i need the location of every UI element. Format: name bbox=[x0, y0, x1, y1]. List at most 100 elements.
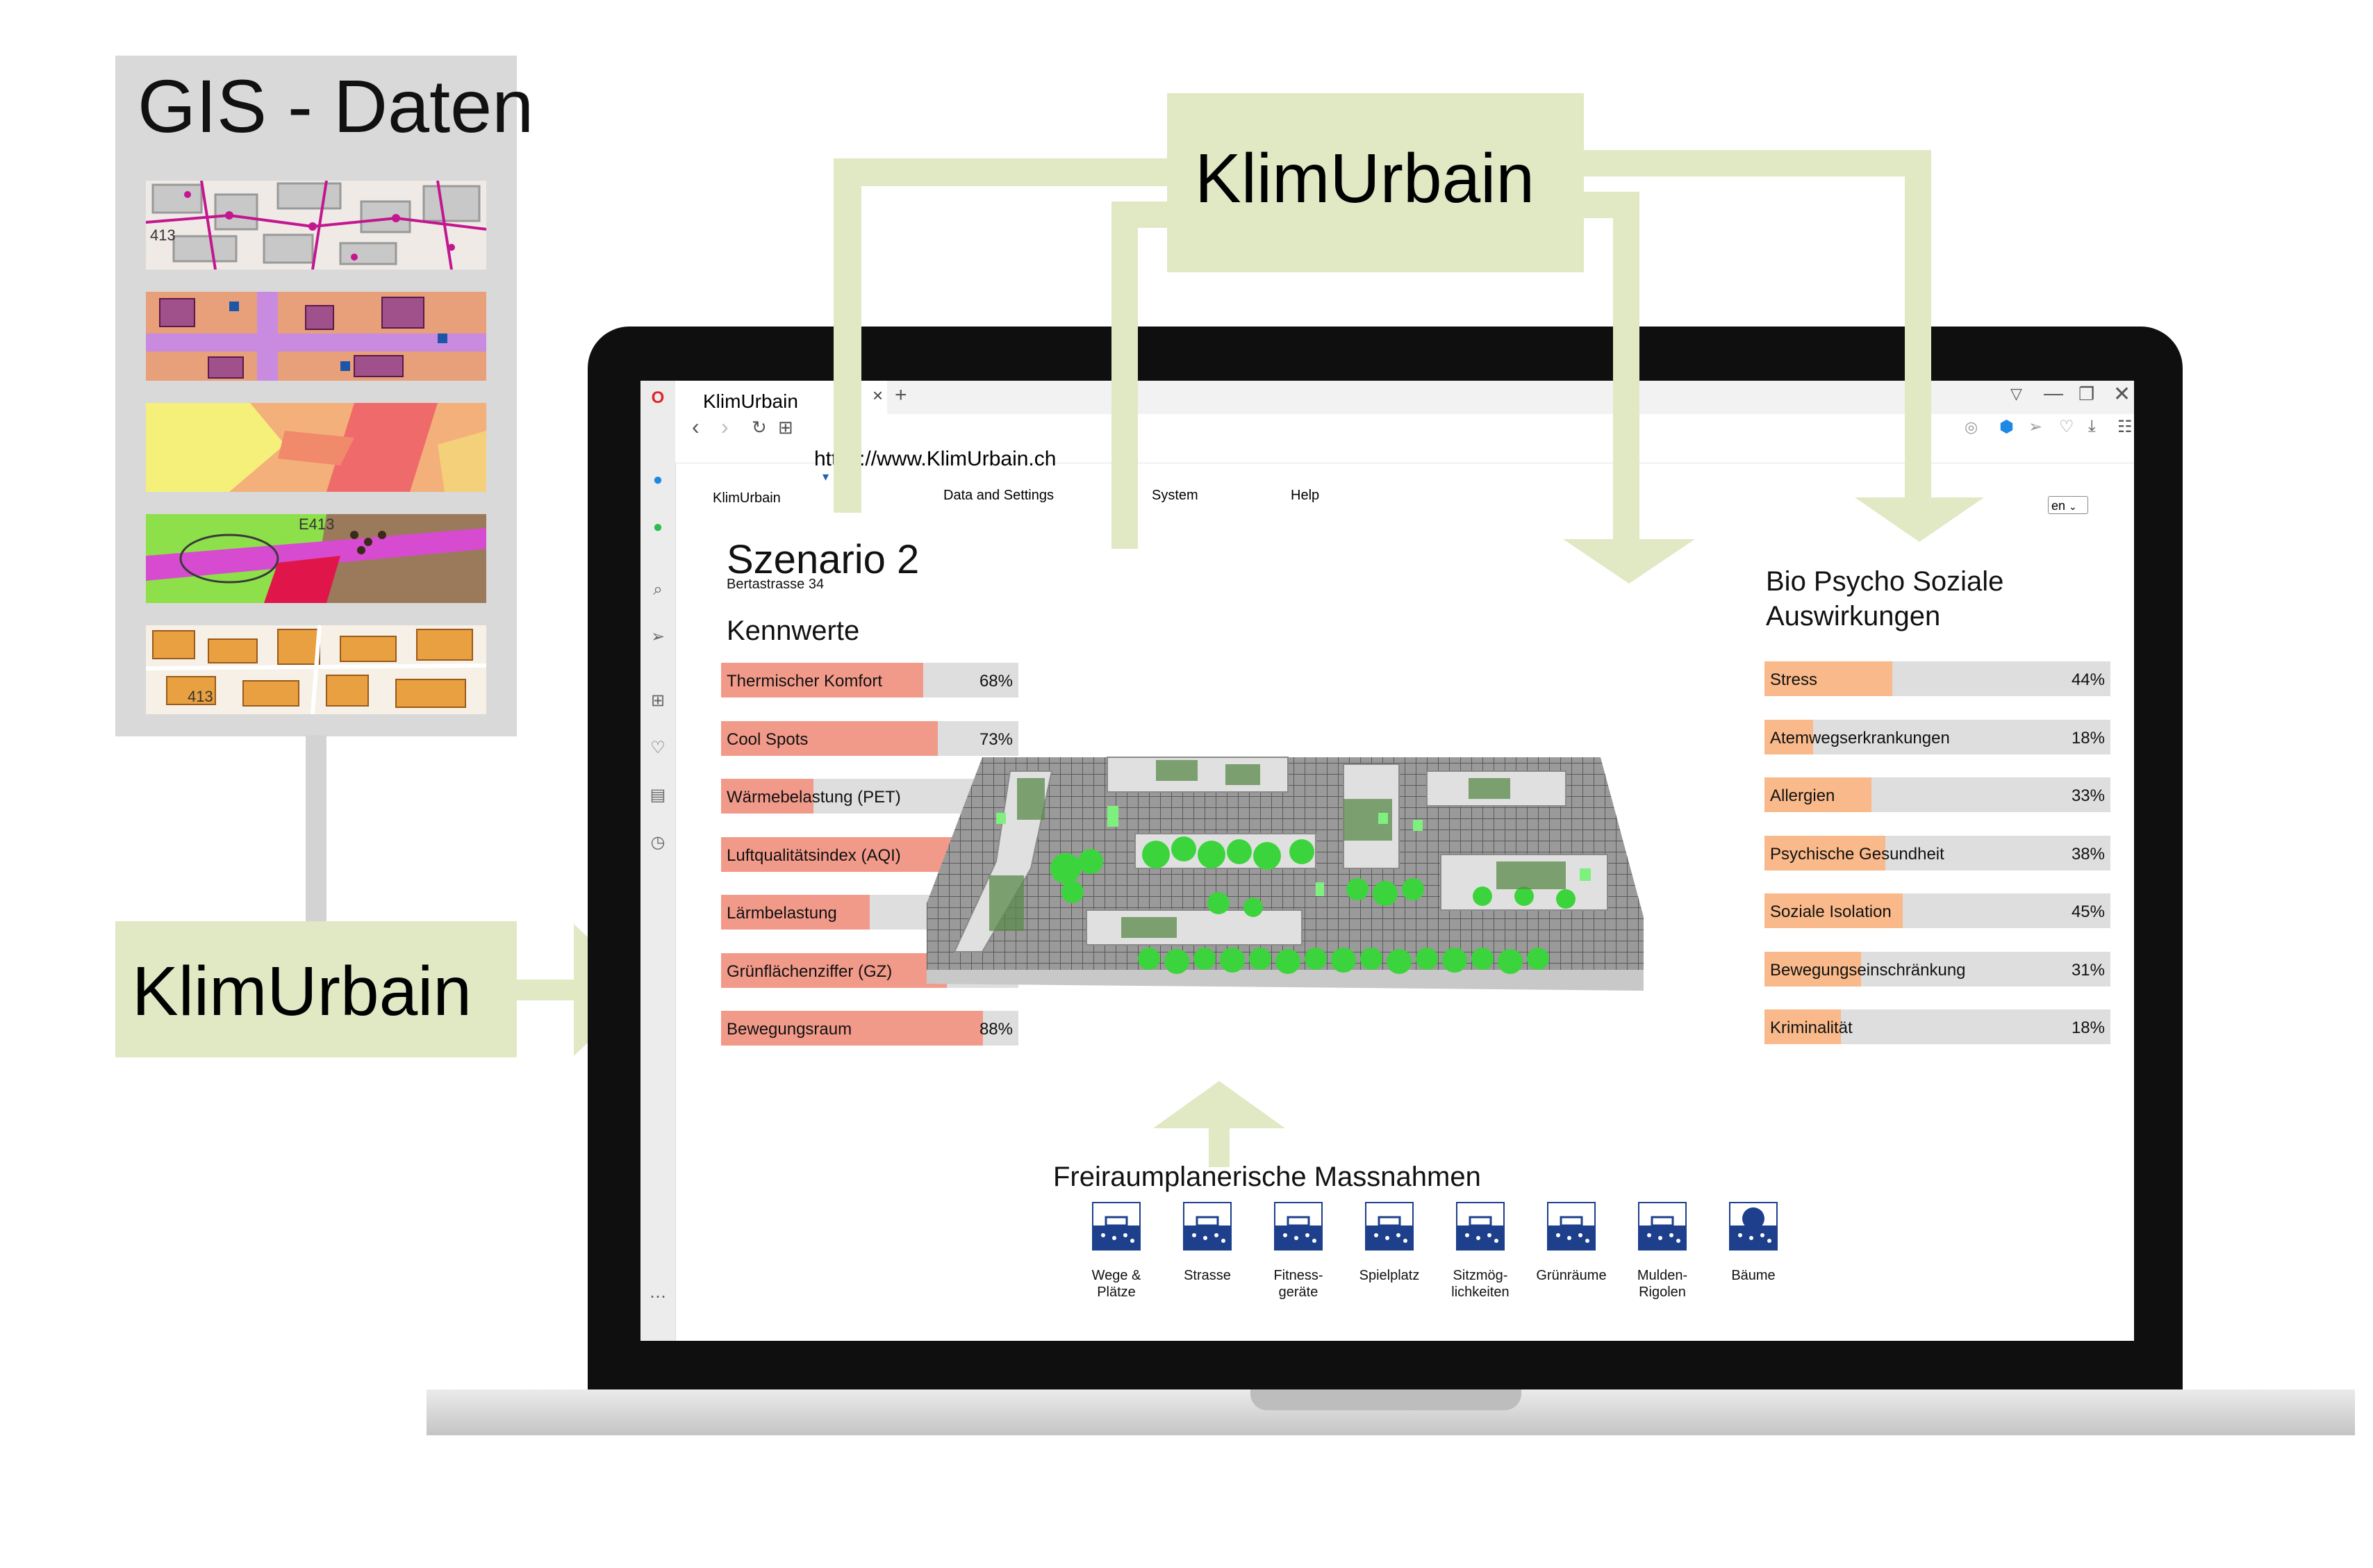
bio-title-line-1: Bio Psycho Soziale bbox=[1766, 566, 2004, 597]
kennwerte-title: Kennwerte bbox=[727, 616, 860, 646]
bio-impact-value: 38% bbox=[2071, 844, 2105, 864]
messenger-icon[interactable]: ● bbox=[652, 470, 663, 489]
kennwert-value: 88% bbox=[979, 1020, 1013, 1039]
forward-icon[interactable]: › bbox=[721, 414, 729, 439]
bio-impact-bar-fill bbox=[1764, 719, 1813, 754]
bio-impact-label: Psychische Gesundheit bbox=[1770, 844, 1944, 864]
bio-impact-bar-fill bbox=[1764, 661, 1893, 696]
measure-label: Grünräume bbox=[1536, 1268, 1607, 1283]
url-field[interactable]: https://www.KlimUrbain.ch bbox=[814, 447, 1057, 470]
news-icon[interactable]: ▤ bbox=[650, 786, 666, 804]
kennwert-label: Grünflächenziffer (GZ) bbox=[727, 962, 893, 981]
menu-dropdown-icon[interactable]: ▾ bbox=[822, 470, 829, 484]
bio-impact-bar-fill bbox=[1764, 951, 1862, 987]
reload-icon[interactable]: ↻ bbox=[752, 417, 767, 438]
measure-item[interactable]: Mulden- Rigolen bbox=[1617, 1202, 1708, 1301]
browser-sidebar: O ● ● ⌕ ➢ ⊞ ♡ ▤ ◷ ⋯ bbox=[640, 381, 676, 1341]
measure-icon bbox=[1456, 1202, 1505, 1251]
vpn-shield-icon[interactable]: ⬢ bbox=[1999, 418, 2014, 436]
measure-item[interactable]: Grünräume bbox=[1526, 1202, 1617, 1284]
measure-item[interactable]: Strasse bbox=[1162, 1202, 1252, 1284]
kennwert-label: Cool Spots bbox=[727, 729, 809, 749]
measure-icon bbox=[1274, 1202, 1323, 1251]
menu-data-settings[interactable]: Data and Settings bbox=[943, 488, 1054, 503]
search-icon[interactable]: ⌕ bbox=[653, 580, 663, 599]
close-window-icon[interactable]: ✕ bbox=[2113, 383, 2131, 406]
new-tab-button[interactable]: + bbox=[895, 383, 907, 406]
measure-item[interactable]: Sitzmög- lichkeiten bbox=[1435, 1202, 1526, 1301]
menu-help[interactable]: Help bbox=[1291, 488, 1320, 503]
kennwert-value: 68% bbox=[979, 672, 1013, 691]
tab-klimurbain[interactable]: KlimUrbain × bbox=[675, 381, 887, 414]
kennwert-bar-fill bbox=[721, 895, 870, 930]
bio-impact-label: Soziale Isolation bbox=[1770, 902, 1892, 921]
bio-impact-label: Atemwegserkrankungen bbox=[1770, 728, 1950, 748]
bio-impact-row[interactable]: Psychische Gesundheit 38% bbox=[1764, 835, 2110, 870]
tab-close-icon[interactable]: × bbox=[873, 385, 884, 406]
measure-label: Spielplatz bbox=[1359, 1268, 1420, 1283]
kennwert-label: Bewegungsraum bbox=[727, 1020, 852, 1039]
bio-impact-bar-fill bbox=[1764, 893, 1903, 928]
minimize-icon[interactable]: — bbox=[2044, 382, 2063, 404]
measures-title: Freiraumplanerische Massnahmen bbox=[1053, 1162, 1481, 1192]
bio-impact-bar-fill bbox=[1764, 1009, 1841, 1044]
measure-label: Bäume bbox=[1731, 1268, 1776, 1283]
kennwert-label: Luftqualitätsindex (AQI) bbox=[727, 845, 901, 865]
kennwert-row[interactable]: Bewegungsraum 88% bbox=[721, 1011, 1018, 1046]
opera-logo-icon[interactable]: O bbox=[651, 388, 665, 407]
back-icon[interactable]: ‹ bbox=[692, 414, 700, 439]
measure-item[interactable]: Spielplatz bbox=[1344, 1202, 1434, 1284]
measure-icon bbox=[1365, 1202, 1414, 1251]
heart-icon[interactable]: ♡ bbox=[650, 738, 665, 757]
bio-impact-row[interactable]: Atemwegserkrankungen 18% bbox=[1764, 719, 2110, 754]
kennwert-bar-fill bbox=[721, 836, 957, 872]
restore-icon[interactable]: ❐ bbox=[2078, 383, 2095, 404]
klimurbain-left-label: KlimUrbain bbox=[132, 952, 472, 1030]
gis-map-tile-1: 413 bbox=[146, 181, 486, 270]
bio-impact-value: 31% bbox=[2071, 960, 2105, 980]
bio-title: Bio Psycho Soziale Auswirkungen bbox=[1766, 564, 2003, 634]
measure-item[interactable]: Fitness- geräte bbox=[1253, 1202, 1343, 1301]
menu-system[interactable]: System bbox=[1152, 488, 1198, 503]
tab-menu-icon[interactable]: ▽ bbox=[2010, 385, 2022, 402]
gis-map-tile-2 bbox=[146, 292, 486, 381]
history-icon[interactable]: ◷ bbox=[650, 833, 665, 852]
bookmark-heart-icon[interactable]: ♡ bbox=[2059, 418, 2074, 436]
measure-icon bbox=[1638, 1202, 1687, 1251]
klimurbain-left-box: KlimUrbain bbox=[115, 921, 517, 1057]
gis-tile-label-alt: E413 bbox=[299, 515, 334, 533]
klimurbain-top-label: KlimUrbain bbox=[1195, 140, 1535, 217]
easy-setup-icon[interactable]: ☷ bbox=[2117, 418, 2133, 436]
download-icon[interactable]: ⤓ bbox=[2088, 417, 2096, 436]
bio-impact-value: 18% bbox=[2071, 728, 2105, 748]
city-3d-model[interactable] bbox=[927, 729, 1644, 998]
menu-klimurbain[interactable]: KlimUrbain bbox=[713, 490, 781, 506]
send-icon[interactable]: ➢ bbox=[650, 627, 665, 646]
measure-item[interactable]: Bäume bbox=[1708, 1202, 1799, 1284]
gis-tile-label: 413 bbox=[150, 226, 176, 244]
whatsapp-icon[interactable]: ● bbox=[652, 518, 663, 536]
measure-label: Sitzmög- lichkeiten bbox=[1451, 1268, 1510, 1300]
speed-dial-toolbar-icon[interactable]: ⊞ bbox=[778, 417, 793, 438]
speed-dial-icon[interactable]: ⊞ bbox=[650, 691, 665, 710]
gis-map-tile-4: E413 bbox=[146, 514, 486, 603]
measure-icon bbox=[1183, 1202, 1232, 1251]
camera-icon[interactable]: ◎ bbox=[1965, 418, 1978, 436]
measure-icon bbox=[1729, 1202, 1778, 1251]
flow-icon[interactable]: ➢ bbox=[2028, 418, 2043, 436]
bio-impact-value: 44% bbox=[2071, 670, 2105, 689]
gis-map-tile-3 bbox=[146, 403, 486, 492]
measure-item[interactable]: Wege & Plätze bbox=[1071, 1202, 1161, 1301]
more-icon[interactable]: ⋯ bbox=[650, 1287, 666, 1306]
app-content: Szenario 2 Bertastrasse 34 Kennwerte The… bbox=[693, 531, 2117, 1341]
bio-impact-label: Allergien bbox=[1770, 786, 1835, 805]
language-select[interactable]: en ⌄ bbox=[2048, 496, 2088, 514]
klimurbain-top-box: KlimUrbain bbox=[1167, 93, 1584, 272]
